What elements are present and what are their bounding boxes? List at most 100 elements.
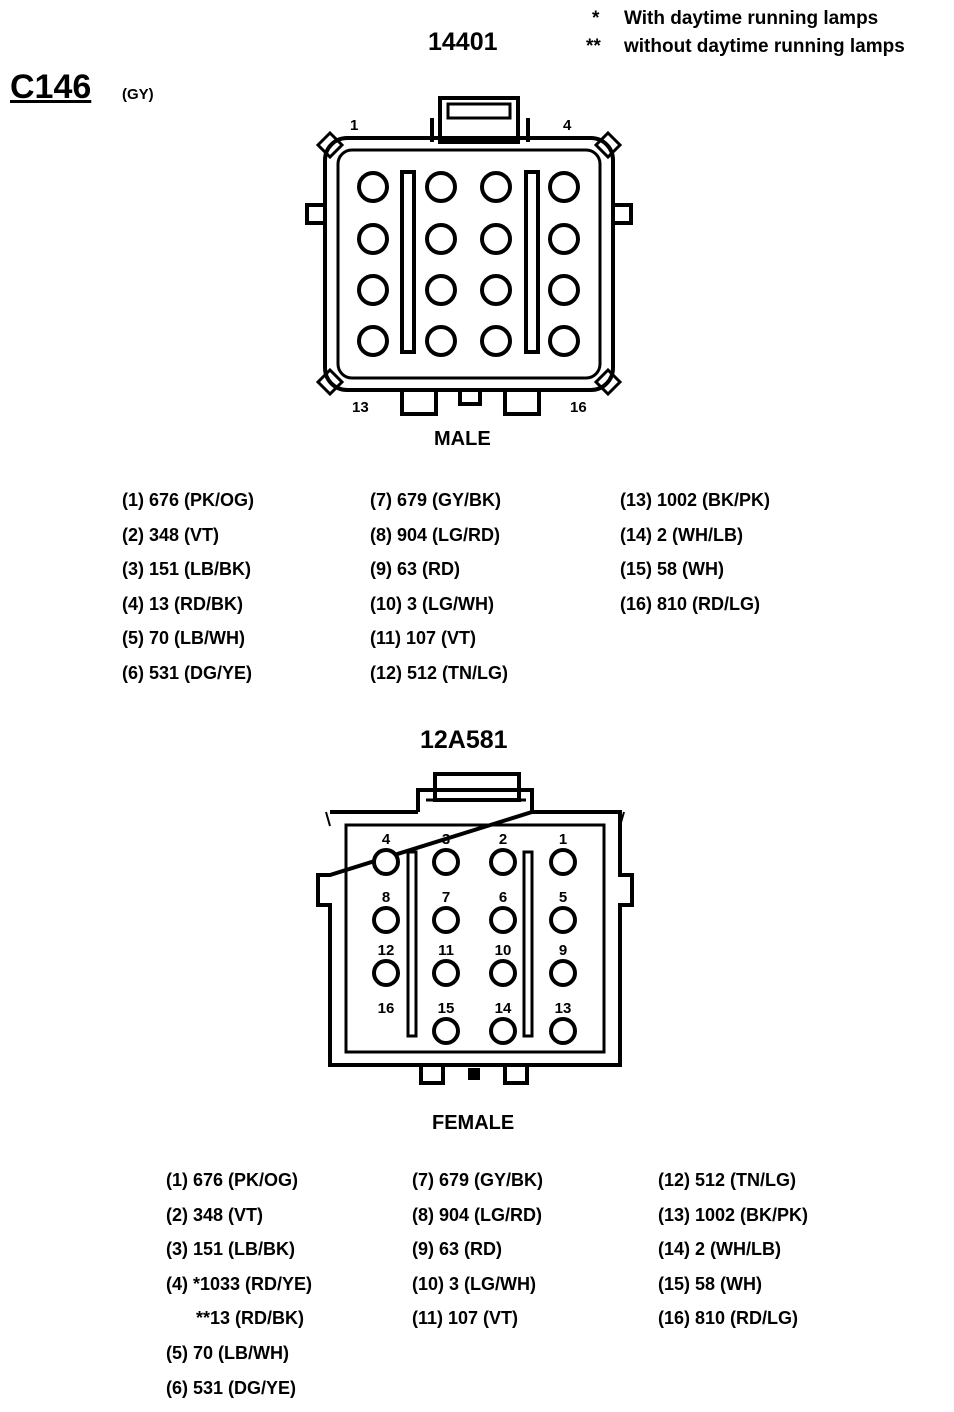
female-pin-label: 12 [378,942,395,959]
male-corner-label-13: 13 [352,399,369,416]
female-label: FEMALE [432,1112,515,1134]
male-pin-cavity [357,171,389,203]
male-connector-diagram: 1 4 13 16 [305,96,633,416]
male-pin-cavity [357,223,389,255]
male-pin-cavity [425,171,457,203]
female-pinout-col-3: (12) 512 (TN/LG) (13) 1002 (BK/PK) (14) … [658,1170,808,1343]
male-pin-cavity [480,171,512,203]
female-pinout-entry: (16) 810 (RD/LG) [658,1308,799,1329]
female-pin-cavity [432,1017,460,1045]
male-pin-cavity [425,325,457,357]
female-pinout-entry: (2) 348 (VT) [166,1204,264,1225]
male-pinout-entry: (3) 151 (LB/BK) [122,559,252,580]
female-pin-label: 10 [495,942,512,959]
male-pin-cavity [548,223,580,255]
female-pin-cavity [432,848,460,876]
female-pinout-entry: (14) 2 (WH/LB) [658,1239,781,1260]
female-pin-cavity [549,959,577,987]
female-pin-cavity [489,848,517,876]
male-pinout-entry: (5) 70 (LB/WH) [122,628,245,649]
male-pinout-entry: (6) 531 (DG/YE) [122,662,253,683]
female-pin-cavity [549,848,577,876]
male-corner-label-1: 1 [350,117,358,134]
male-pinout-entry: (14) 2 (WH/LB) [620,524,743,545]
female-pinout-entry: (10) 3 (LG/WH) [412,1273,536,1294]
male-pinout-col-1: (1) 676 (PK/OG) (2) 348 (VT) (3) 151 (LB… [122,490,254,698]
female-pinout-entry: (15) 58 (WH) [658,1273,763,1294]
male-pinout-entry: (12) 512 (TN/LG) [370,662,509,683]
male-pin-cavity [480,325,512,357]
male-pin-cavity [357,325,389,357]
male-pinout-entry: (16) 810 (RD/LG) [620,593,761,614]
female-pin-label: 2 [499,831,507,848]
legend-text-double: without daytime running lamps [624,36,905,57]
legend-text-single: With daytime running lamps [624,8,879,29]
male-pinout-entry: (2) 348 (VT) [122,524,220,545]
male-corner-label-4: 4 [563,117,572,134]
female-pin-label: 9 [559,942,567,959]
female-pinout-entry: **13 (RD/BK) [196,1308,305,1329]
male-pinout-entry: (9) 63 (RD) [370,559,461,580]
female-pinout-col-2: (7) 679 (GY/BK) (8) 904 (LG/RD) (9) 63 (… [412,1170,543,1343]
female-pinout-entry: (12) 512 (TN/LG) [658,1170,797,1190]
female-pin-label: 4 [382,831,391,848]
male-pin-cavity [425,223,457,255]
female-pinout-entry: (9) 63 (RD) [412,1239,503,1260]
female-pinout-entry: (8) 904 (LG/RD) [412,1204,543,1225]
male-pinout-entry: (4) 13 (RD/BK) [122,593,244,614]
female-pin-cavity [489,906,517,934]
female-pin-label: 15 [438,1000,455,1017]
male-pinout-entry: (7) 679 (GY/BK) [370,490,502,510]
male-pinout-entry: (1) 676 (PK/OG) [122,490,255,510]
male-pin-cavity [480,274,512,306]
male-part-number: 14401 [428,28,498,56]
female-pinout-entry: (11) 107 (VT) [412,1308,519,1329]
female-pin-cavity [489,1017,517,1045]
male-pinout-entry: (13) 1002 (BK/PK) [620,490,771,510]
female-pin-cavity [372,848,400,876]
female-part-number: 12A581 [420,726,508,754]
female-pin-cavity [549,1017,577,1045]
female-connector-diagram: 4 3 2 1 8 7 6 5 12 11 10 9 16 15 14 13 [316,772,634,1085]
female-pinout-entry: (13) 1002 (BK/PK) [658,1204,809,1225]
female-pinout-entry: (4) *1033 (RD/YE) [166,1273,313,1294]
female-pin-label: 1 [559,831,567,848]
male-pin-cavity [425,274,457,306]
female-pin-cavity [372,906,400,934]
female-pin-label: 16 [378,1000,395,1017]
female-pinout-entry: (5) 70 (LB/WH) [166,1342,289,1363]
female-pin-label: 5 [559,889,567,906]
female-pin-label: 7 [442,889,450,906]
connector-id: C146 [10,68,92,106]
female-pinout-entry: (6) 531 (DG/YE) [166,1377,297,1398]
female-pin-cavity [432,906,460,934]
male-label: MALE [434,428,491,450]
female-pin-cavity [432,959,460,987]
male-pinout-entry: (10) 3 (LG/WH) [370,593,494,614]
male-pinout-entry: (11) 107 (VT) [370,628,477,649]
male-pin-cavity [548,171,580,203]
legend-symbol-single: * [592,8,600,29]
female-pin-cavity [489,959,517,987]
male-pin-cavity [548,325,580,357]
female-pin-label: 8 [382,889,390,906]
female-pin-label: 11 [438,942,454,959]
legend-symbol-double: ** [586,36,601,57]
female-pin-label: 6 [499,889,507,906]
female-pinout-entry: (3) 151 (LB/BK) [166,1239,296,1260]
female-pin-cavity [549,906,577,934]
female-pin-label: 13 [555,1000,572,1017]
male-pinout-col-2: (7) 679 (GY/BK) (8) 904 (LG/RD) (9) 63 (… [370,490,508,698]
female-pin-label: 3 [442,831,450,848]
male-pinout-entry: (8) 904 (LG/RD) [370,524,501,545]
male-pin-cavity [480,223,512,255]
female-pin-cavity [372,959,400,987]
female-pinout-entry: (1) 676 (PK/OG) [166,1170,299,1190]
female-pinout-entry: (7) 679 (GY/BK) [412,1170,544,1190]
male-pin-cavity [357,274,389,306]
female-pin-label: 14 [495,1000,512,1017]
female-pinout-col-1: (1) 676 (PK/OG) (2) 348 (VT) (3) 151 (LB… [166,1170,312,1412]
connector-color-code: (GY) [122,86,154,103]
male-pinout-col-3: (13) 1002 (BK/PK) (14) 2 (WH/LB) (15) 58… [620,490,770,628]
male-pin-cavity [548,274,580,306]
